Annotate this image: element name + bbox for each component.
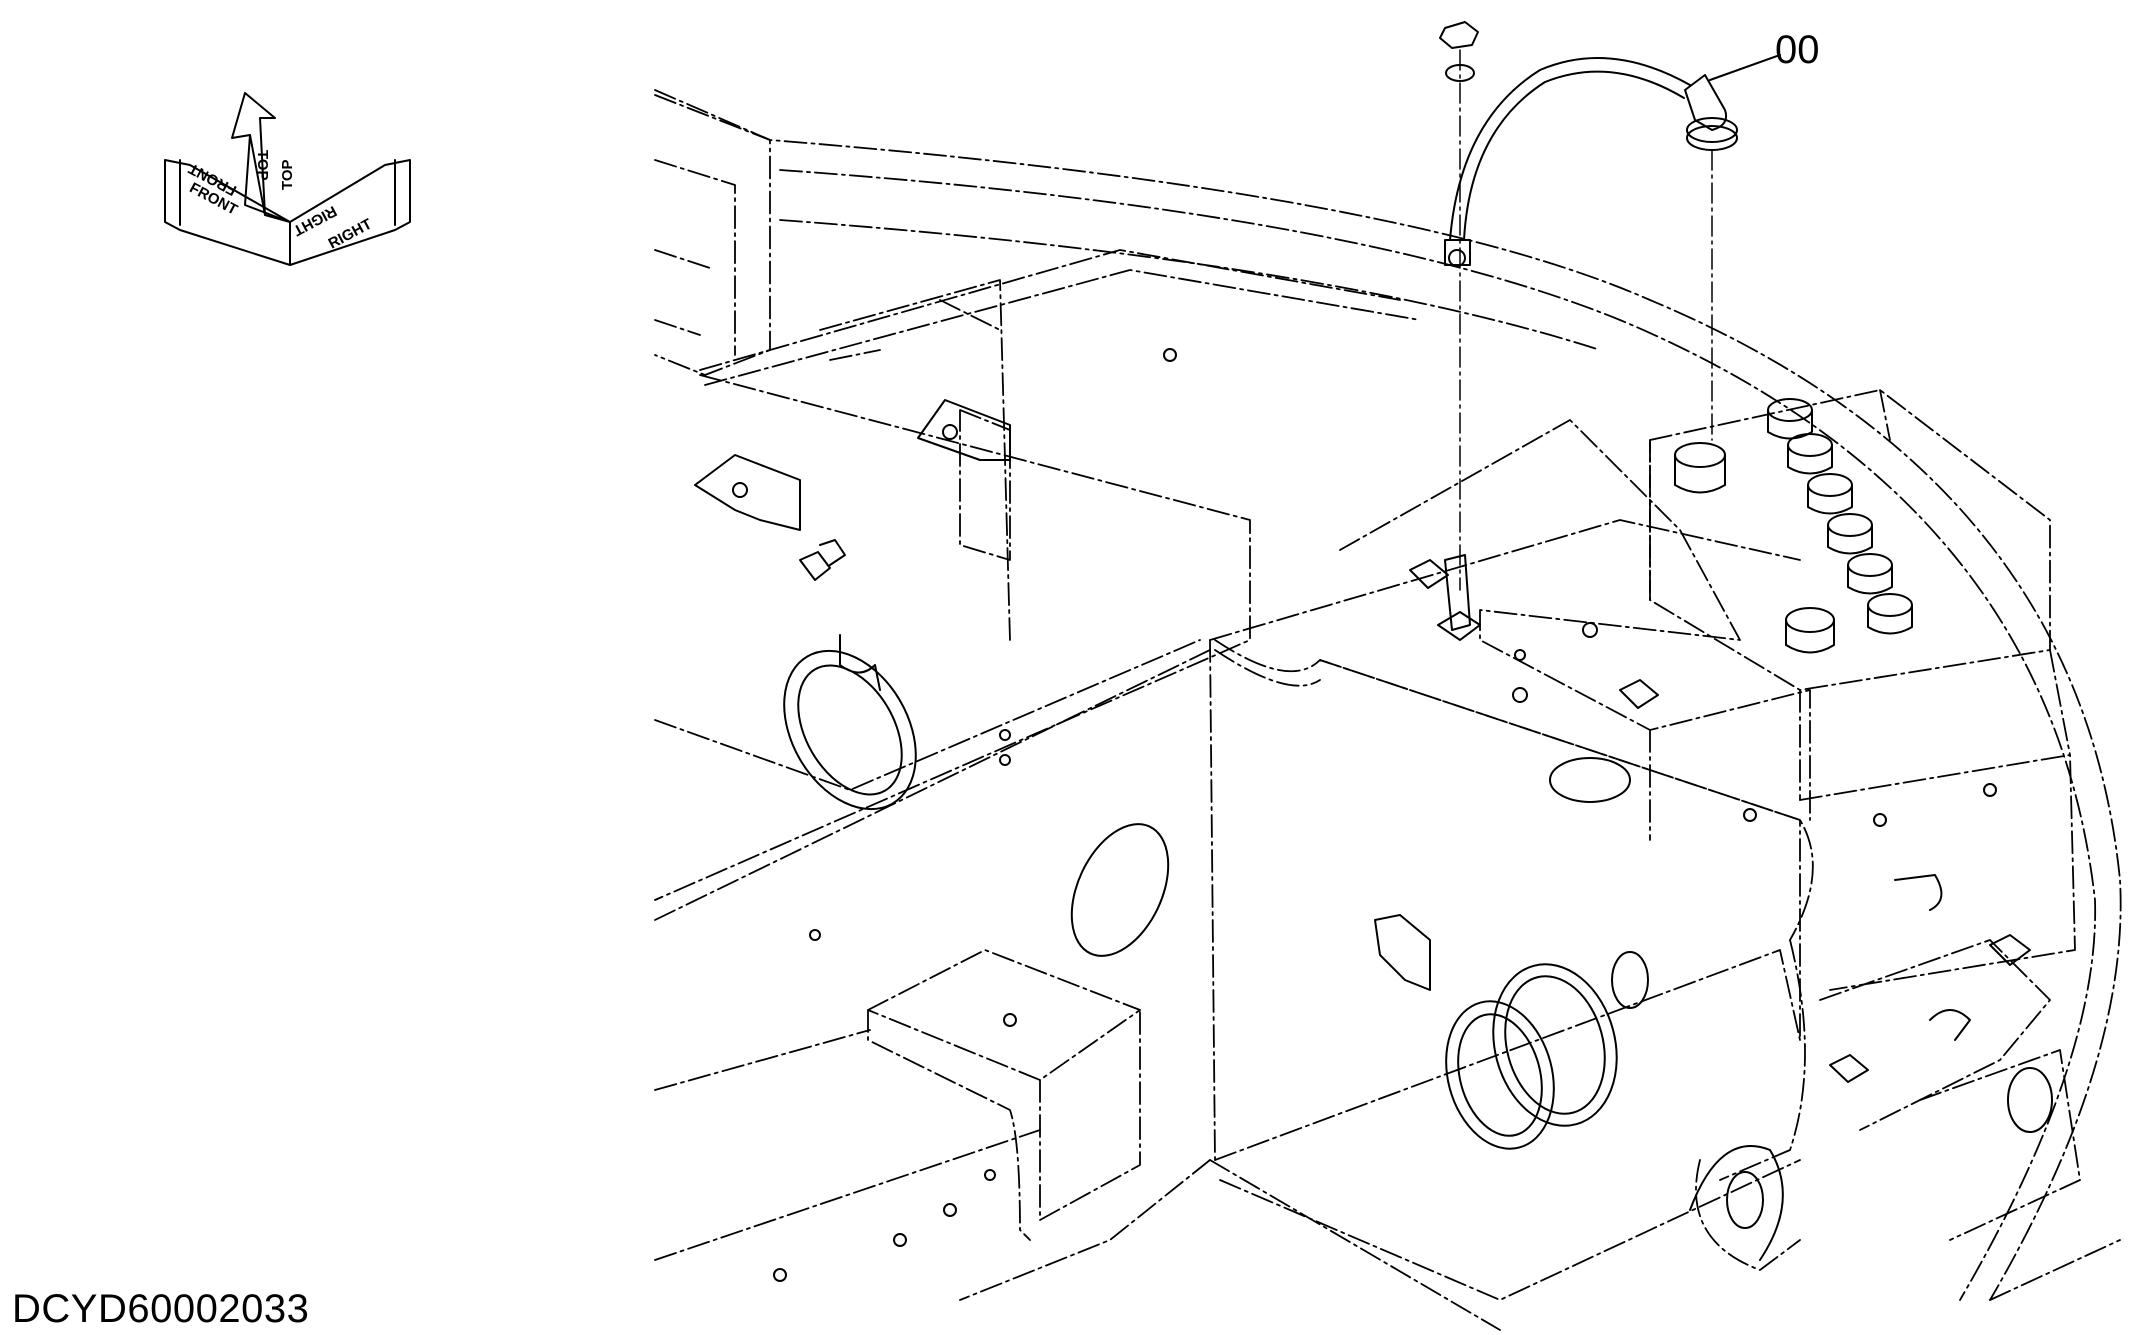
grommet-ring-1 (1492, 963, 1618, 1127)
grommet-ring-2 (1445, 1000, 1555, 1150)
nut (1439, 21, 1479, 49)
top-label: TOP (254, 150, 271, 181)
assembly-center-lines (1459, 49, 1713, 591)
top-arrow-icon (231, 92, 291, 223)
callout-leader (1709, 54, 1781, 81)
top-label-mirrored: TOP (279, 159, 296, 190)
part-callout-label: 00 (1775, 28, 1820, 72)
right-arrow-icon (289, 159, 411, 266)
bolt-left (799, 539, 846, 581)
orientation-indicator: FRONT FRONT TOP TOP RIGHT RIGHT (164, 92, 411, 266)
mounting-bracket-center (917, 399, 1011, 461)
ground-stud (1444, 554, 1471, 631)
grommet-left (783, 649, 917, 811)
ground-cable (1449, 57, 1691, 241)
drawing-code: DCYD60002033 (12, 1287, 310, 1331)
mounting-bracket-left (694, 454, 801, 531)
upper-frame (654, 89, 2122, 1331)
battery-terminals (1674, 398, 1913, 654)
clip (1374, 914, 1431, 991)
terminal-cover (1684, 74, 1728, 131)
detail-parts (694, 21, 2053, 1282)
